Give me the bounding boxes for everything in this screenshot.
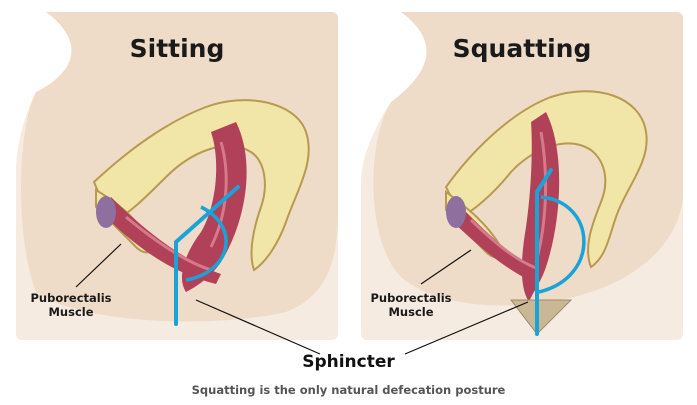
sphincter-pointer-left — [196, 300, 320, 354]
sphincter-label: Sphincter — [0, 352, 697, 372]
sphincter-pointer-right — [405, 302, 528, 354]
caption: Squatting is the only natural defecation… — [0, 383, 697, 397]
